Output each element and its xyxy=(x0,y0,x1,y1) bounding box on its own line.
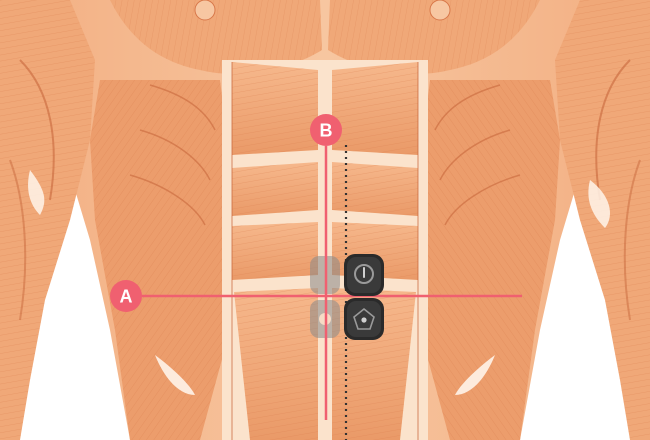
right-arm xyxy=(555,0,650,440)
rectus-abdominis xyxy=(231,62,419,440)
marker-b: B xyxy=(310,114,342,146)
marker-a-label: A xyxy=(120,287,133,307)
sensor-top xyxy=(344,254,384,296)
marker-b-label: B xyxy=(320,121,333,141)
dot-icon xyxy=(353,307,375,330)
right-oblique xyxy=(415,80,560,440)
left-arm xyxy=(0,0,95,440)
left-oblique xyxy=(90,80,235,440)
marker-a: A xyxy=(110,280,142,312)
pectoral-muscles xyxy=(110,0,540,74)
power-button-icon xyxy=(354,264,374,284)
sensor-bottom xyxy=(344,298,384,340)
